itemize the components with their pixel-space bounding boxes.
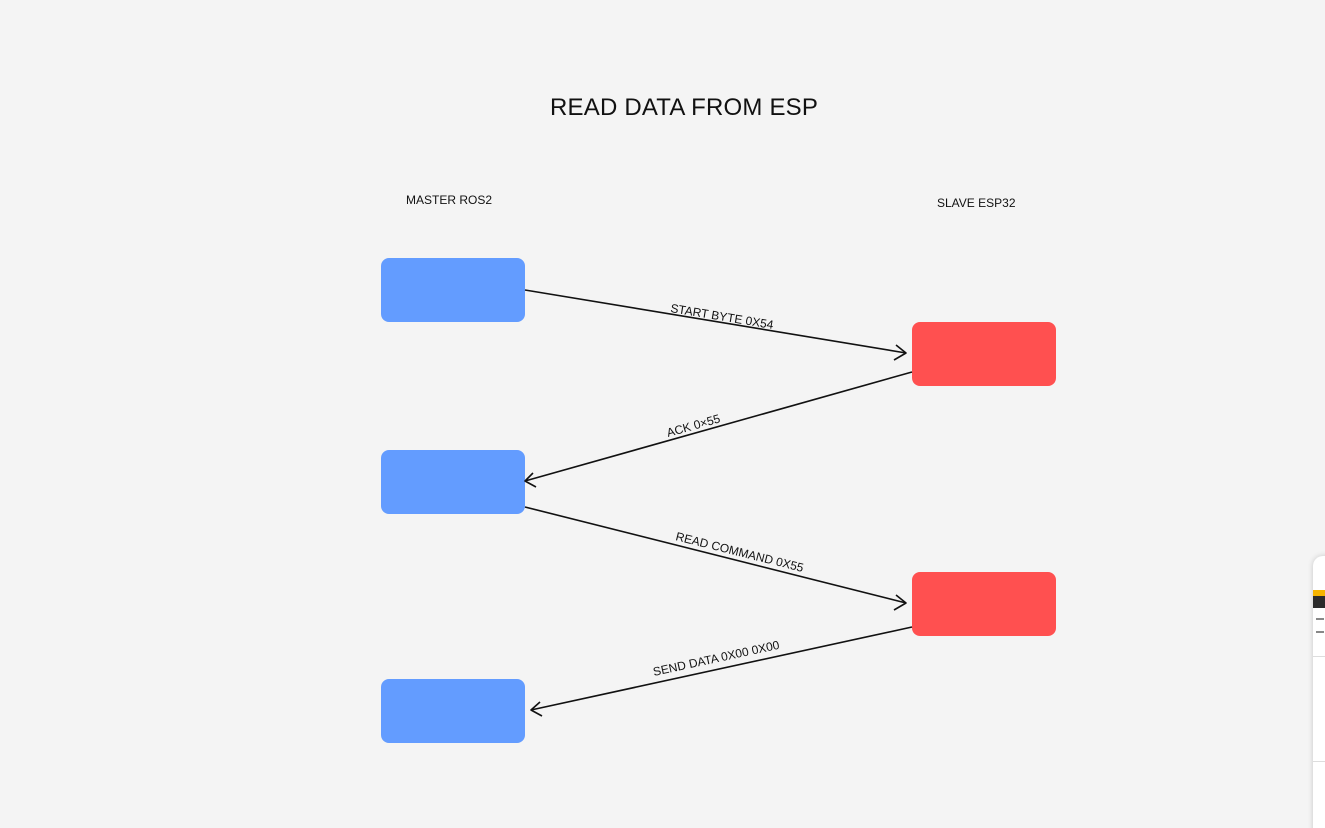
message-arrow-2[interactable]: ACK 0×55	[524, 371, 913, 488]
message-arrow-3[interactable]: READ COMMAND 0X55	[524, 506, 907, 611]
slave-box-2[interactable]	[912, 572, 1056, 636]
slave-box-1[interactable]	[912, 322, 1056, 386]
panel-divider	[1313, 656, 1325, 657]
master-box-2[interactable]	[381, 450, 525, 514]
message-arrow-1[interactable]: START BYTE 0X54	[524, 289, 907, 361]
master-box-3[interactable]	[381, 679, 525, 743]
message-label-3: READ COMMAND 0X55	[674, 529, 805, 575]
side-panel-preview[interactable]	[1313, 556, 1325, 828]
panel-line	[1316, 631, 1324, 633]
message-label-1: START BYTE 0X54	[670, 301, 775, 332]
panel-accent-strip	[1313, 590, 1325, 596]
message-label-2: ACK 0×55	[665, 411, 722, 439]
panel-line	[1316, 618, 1324, 620]
slave-column-label: SLAVE ESP32	[937, 196, 1016, 210]
message-arrow-4[interactable]: SEND DATA 0X00 0X00	[530, 626, 913, 717]
panel-toolbar-strip	[1313, 596, 1325, 608]
message-label-4: SEND DATA 0X00 0X00	[652, 638, 781, 679]
master-box-1[interactable]	[381, 258, 525, 322]
master-column-label: MASTER ROS2	[406, 193, 493, 207]
diagram-title: READ DATA FROM ESP	[550, 94, 819, 121]
panel-divider	[1313, 761, 1325, 762]
